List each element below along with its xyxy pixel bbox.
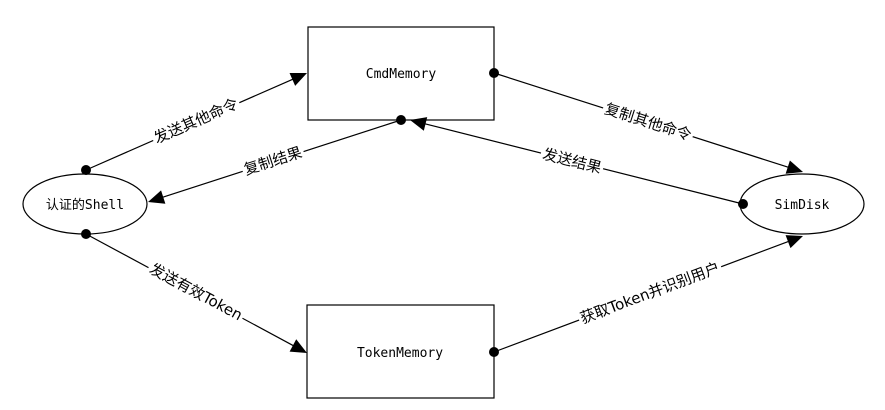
edge-label-group: 发送结果 xyxy=(538,144,606,178)
shell-label: 认证的Shell xyxy=(46,197,124,213)
edge-label-background xyxy=(538,144,606,178)
token-memory-label: TokenMemory xyxy=(357,346,443,361)
cmd-memory-box xyxy=(307,26,495,121)
edge-arrowhead-icon xyxy=(410,117,428,131)
edge-label-background xyxy=(600,99,696,145)
node-token-memory[interactable]: TokenMemory xyxy=(306,304,495,399)
edge-arrowhead-icon xyxy=(148,190,166,204)
edge-token-to-disk[interactable]: 获取Token并识别用户 xyxy=(489,235,803,357)
edge-cmd-to-disk[interactable]: 复制其他命令 xyxy=(489,68,803,174)
edge-disk-to-cmd[interactable]: 发送结果 xyxy=(410,117,748,209)
edge-label: 复制结果 xyxy=(242,143,305,179)
edge-arrowhead-icon xyxy=(785,235,803,249)
edge-shell-to-token[interactable]: 发送有效Token xyxy=(81,229,307,353)
node-shell[interactable]: 认证的Shell xyxy=(22,173,148,235)
edge-tail-dot-icon xyxy=(396,115,406,125)
edge-label-background xyxy=(239,142,307,180)
edge-tail-dot-icon xyxy=(489,68,499,78)
edge-tail-dot-icon xyxy=(489,347,499,357)
edge-label: 发送其他命令 xyxy=(151,95,241,148)
token-memory-box xyxy=(306,304,495,399)
edge-label: 复制其他命令 xyxy=(602,100,693,145)
edge-label-group: 复制结果 xyxy=(239,142,307,180)
node-simdisk[interactable]: SimDisk xyxy=(739,173,865,235)
cmd-memory-label: CmdMemory xyxy=(366,67,437,82)
edge-label: 获取Token并识别用户 xyxy=(578,259,723,328)
edge-label-background xyxy=(144,258,248,326)
edge-label-group: 获取Token并识别用户 xyxy=(575,257,725,329)
edge-label-group: 复制其他命令 xyxy=(600,99,696,145)
edge-label-group: 发送有效Token xyxy=(144,258,248,326)
edge-label-background xyxy=(575,257,725,329)
edge-arrowhead-icon xyxy=(289,339,307,353)
edge-tail-dot-icon xyxy=(81,165,91,175)
simdisk-label: SimDisk xyxy=(775,198,830,213)
edge-arrowhead-icon xyxy=(785,160,803,174)
edge-label: 发送结果 xyxy=(541,145,604,177)
edge-arrowhead-icon xyxy=(289,73,307,86)
edge-tail-dot-icon xyxy=(738,199,748,209)
edge-label-group: 发送其他命令 xyxy=(149,93,243,149)
edge-label-background xyxy=(149,93,243,149)
edge-label: 发送有效Token xyxy=(147,260,246,325)
edge-tail-dot-icon xyxy=(81,229,91,239)
node-cmd-memory[interactable]: CmdMemory xyxy=(307,26,495,121)
